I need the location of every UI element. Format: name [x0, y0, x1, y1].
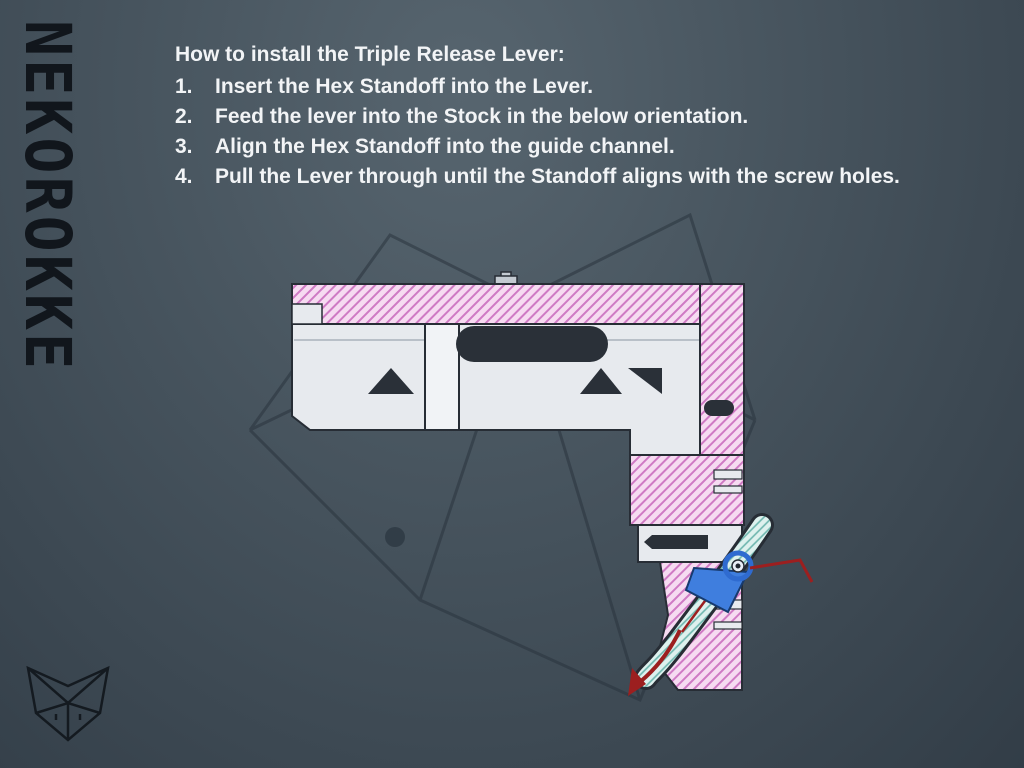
diagram-svg [291, 271, 814, 696]
step-text: Pull the Lever through until the Standof… [215, 165, 900, 188]
step-text: Align the Hex Standoff into the guide ch… [215, 135, 675, 158]
pill-slot [456, 326, 608, 362]
fox-logo-icon [26, 665, 110, 742]
instruction-step-2: 2. Feed the lever into the Stock in the … [175, 102, 985, 132]
brand-logo-vertical: NEKOROKKE [10, 20, 84, 373]
mid-block-notches [713, 469, 743, 494]
step-number: 4. [175, 165, 193, 188]
body-vertical-band [424, 323, 460, 431]
step-text: Insert the Hex Standoff into the Lever. [215, 75, 594, 98]
instruction-step-4: 4. Pull the Lever through until the Stan… [175, 162, 985, 192]
screw-hole [722, 550, 754, 582]
stock-cross-section-diagram [280, 270, 820, 710]
step-number: 1. [175, 75, 193, 98]
step-number: 2. [175, 105, 193, 128]
watermark-dot [385, 527, 405, 547]
small-pill-slot [704, 400, 734, 416]
cross-section-right-strip [699, 283, 745, 461]
step-number: 3. [175, 135, 193, 158]
instructions-panel: How to install the Triple Release Lever:… [175, 40, 985, 192]
cross-section-top-slab [291, 283, 745, 325]
alignment-line [749, 558, 814, 583]
slab-left-step [291, 303, 323, 325]
step-text: Feed the lever into the Stock in the bel… [215, 105, 749, 128]
page-title: How to install the Triple Release Lever: [175, 43, 565, 66]
instruction-step-3: 3. Align the Hex Standoff into the guide… [175, 132, 985, 162]
triangle-cutouts [368, 368, 662, 394]
instruction-step-1: 1. Insert the Hex Standoff into the Leve… [175, 72, 985, 102]
guide-channel-slot [644, 535, 708, 549]
